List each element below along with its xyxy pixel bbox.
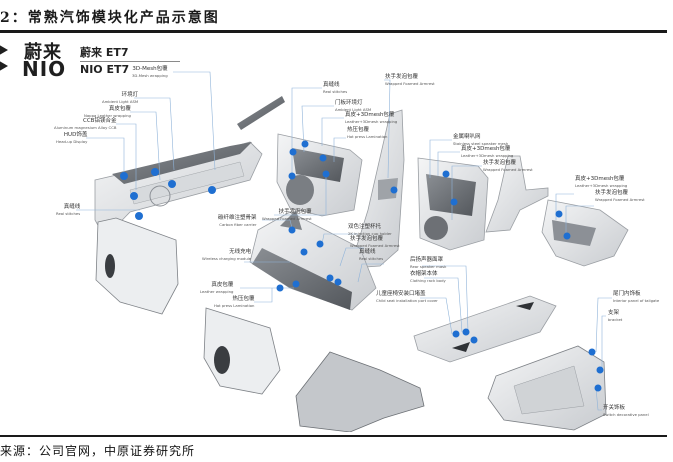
c-pillar-part <box>485 155 549 233</box>
model-name-cn: 蔚来 ET7 <box>80 44 180 62</box>
brand-name-cn: 蔚来 <box>24 42 62 63</box>
parts-illustration <box>76 71 629 432</box>
front-left-door-inner-part <box>203 307 281 395</box>
highlight-dots <box>120 140 604 392</box>
trunk-floor-part <box>295 351 425 432</box>
front-door-part <box>276 133 363 217</box>
top-rule <box>0 30 667 33</box>
tailgate-part <box>487 345 607 431</box>
rear-left-door-inner-part <box>95 217 179 315</box>
rear-side-trim-part <box>541 199 629 267</box>
model-name-en: NIO ET7 <box>80 63 130 76</box>
figure-source: 来源：公司官网，中原证券研究所 <box>0 444 196 458</box>
b-pillar-part <box>349 109 405 269</box>
bottom-rule <box>0 435 667 437</box>
brand-name-en: NIO <box>22 57 67 81</box>
nio-logo-icon <box>0 45 8 71</box>
parcel-shelf-part <box>413 295 557 363</box>
a-pillar-part <box>237 96 285 130</box>
figure-title: 2：常熟汽饰模块化产品示意图 <box>0 10 220 26</box>
nio-brand-logo: 蔚来 NIO <box>0 38 190 81</box>
leader-lines <box>76 71 612 411</box>
dashboard-part <box>94 141 263 239</box>
model-label: 蔚来 ET7 NIO ET7 <box>80 44 180 76</box>
